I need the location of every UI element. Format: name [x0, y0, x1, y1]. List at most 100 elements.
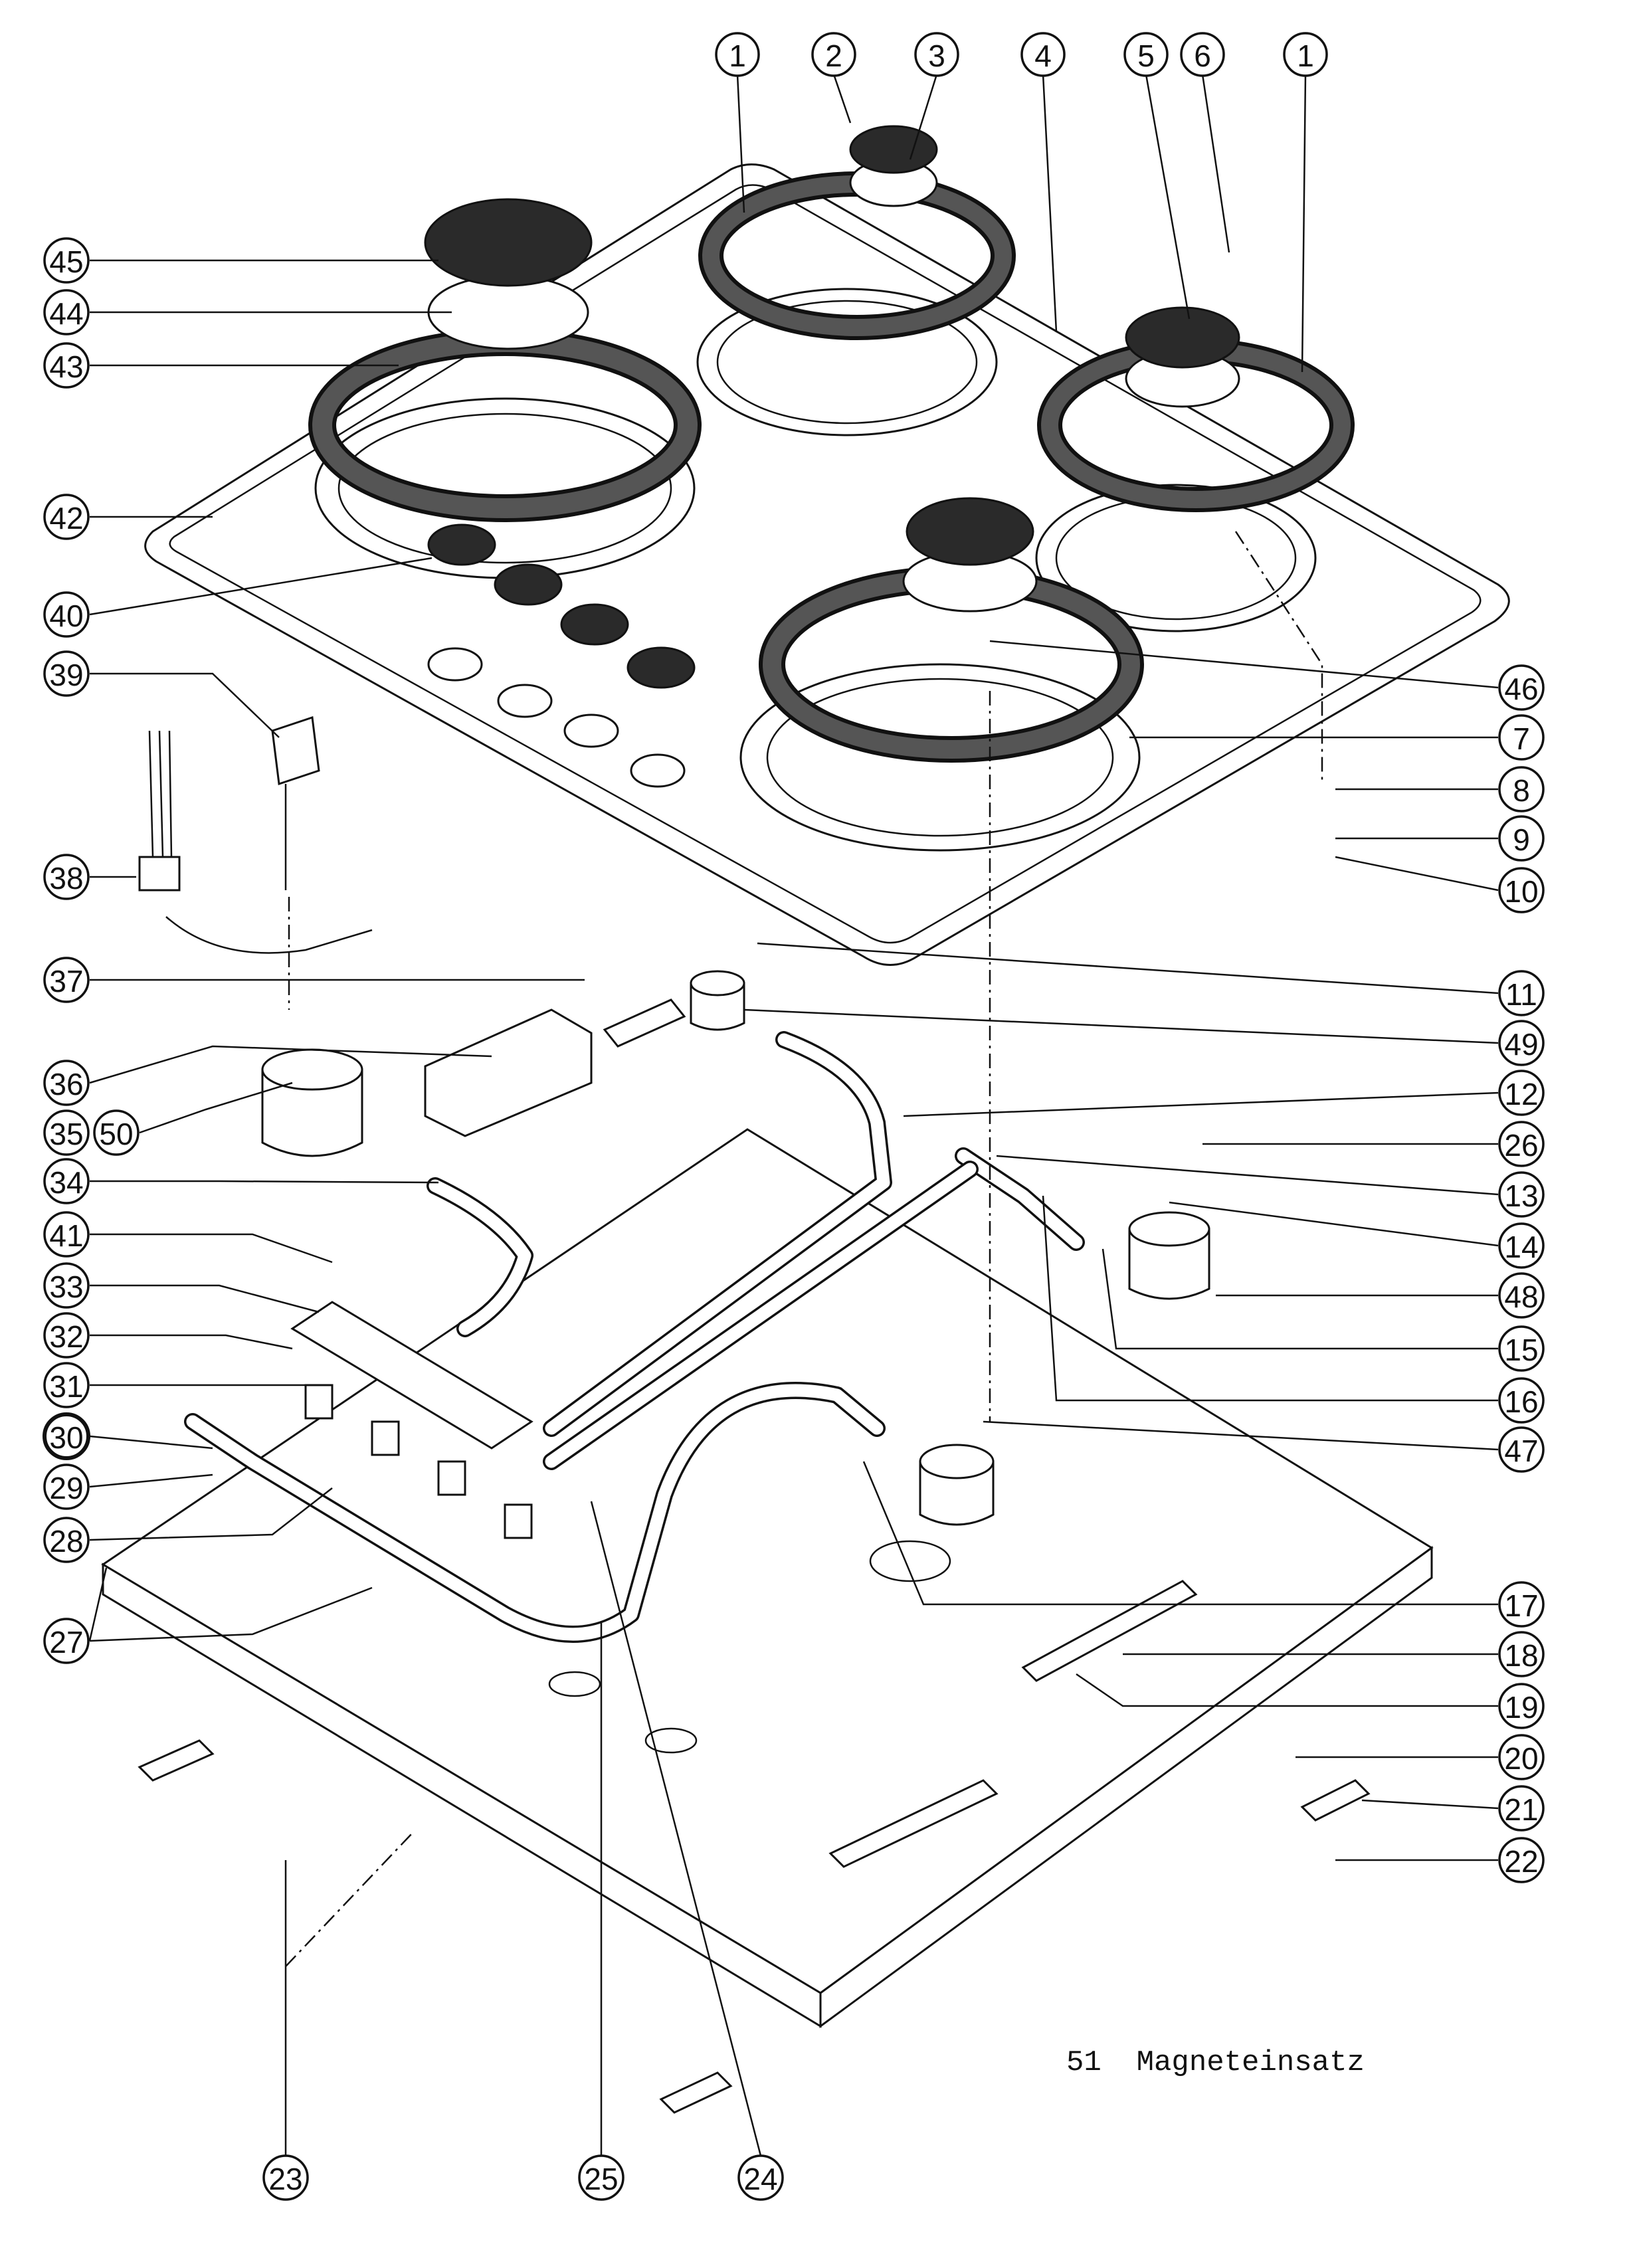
- callout-50: 50: [93, 1082, 293, 1156]
- callout-label: 16: [1504, 1384, 1538, 1419]
- thermocouple-cups: [261, 970, 1210, 1526]
- callout-8: 8: [1335, 766, 1545, 812]
- control-knobs: [427, 523, 696, 689]
- callout-49: 49: [743, 1008, 1545, 1066]
- callout-label: 32: [49, 1319, 83, 1354]
- callout-label: 26: [1504, 1128, 1538, 1163]
- callout-37: 37: [43, 957, 585, 1003]
- callout-label: 43: [49, 349, 83, 384]
- callout-21: 21: [1361, 1785, 1545, 1832]
- callout-5: 5: [1123, 32, 1191, 320]
- callout-13: 13: [996, 1155, 1545, 1218]
- callout-label: 39: [49, 658, 83, 692]
- callout-label: 41: [49, 1218, 83, 1253]
- callout-23: 23: [262, 1860, 309, 2201]
- callout-label: 48: [1504, 1279, 1538, 1314]
- callout-label: 33: [49, 1270, 83, 1304]
- callout-46: 46: [989, 640, 1545, 711]
- callout-label: 1: [1297, 39, 1314, 73]
- callout-label: 28: [49, 1524, 83, 1559]
- callout-label: 15: [1504, 1333, 1538, 1367]
- callout-41: 41: [43, 1211, 333, 1264]
- callout-label: 6: [1194, 39, 1211, 73]
- callout-35: 35: [43, 1109, 90, 1156]
- assembly-lines: [285, 531, 1323, 1967]
- ignition-unit: [424, 998, 686, 1137]
- callout-48: 48: [1216, 1272, 1545, 1319]
- callout-label: 4: [1034, 39, 1052, 73]
- callout-10: 10: [1335, 856, 1545, 913]
- callout-label: 22: [1504, 1844, 1538, 1879]
- callout-40: 40: [43, 557, 432, 638]
- callout-label: 12: [1504, 1077, 1538, 1111]
- callout-label: 13: [1504, 1179, 1538, 1213]
- mounting-brackets: [138, 1580, 1371, 2114]
- callout-28: 28: [43, 1487, 333, 1563]
- callout-43: 43: [43, 342, 399, 389]
- callout-label: 9: [1513, 822, 1530, 857]
- callout-label: 30: [49, 1420, 83, 1455]
- callout-20: 20: [1295, 1734, 1545, 1780]
- callout-14: 14: [1169, 1201, 1545, 1269]
- callout-36: 36: [43, 1045, 492, 1106]
- callout-label: 19: [1504, 1690, 1538, 1725]
- callout-39: 39: [43, 650, 280, 738]
- switch-buttons: [427, 647, 686, 788]
- callout-label: 25: [584, 2162, 618, 2196]
- callout-11: 11: [757, 942, 1545, 1016]
- burner-caps: [424, 125, 1240, 613]
- callout-30: 30: [43, 1412, 213, 1460]
- callout-label: 3: [928, 39, 945, 73]
- callout-label: 2: [825, 39, 842, 73]
- callout-label: 44: [49, 296, 83, 331]
- callout-12: 12: [903, 1070, 1545, 1117]
- callout-34: 34: [43, 1158, 439, 1204]
- callout-26: 26: [1202, 1121, 1545, 1167]
- callout-label: 14: [1504, 1230, 1538, 1264]
- callout-label: 8: [1513, 773, 1530, 808]
- callout-label: 34: [49, 1165, 83, 1200]
- callout-label: 1: [729, 39, 746, 73]
- base-tray: [101, 1128, 1434, 2028]
- callout-label: 42: [49, 501, 83, 535]
- callout-6: 6: [1180, 32, 1230, 253]
- callouts-left: 45 44 43 42 40 39 38 37 36 35 50 34 41 3…: [43, 237, 585, 1664]
- callout-label: 20: [1504, 1741, 1538, 1776]
- callout-1a: 1: [715, 32, 760, 213]
- callout-label: 17: [1504, 1588, 1538, 1623]
- callout-label: 11: [1505, 977, 1537, 1012]
- callout-32: 32: [43, 1312, 293, 1359]
- callout-47: 47: [983, 1420, 1545, 1473]
- callout-27: 27: [43, 1567, 373, 1664]
- callout-label: 5: [1137, 39, 1155, 73]
- callout-label: 23: [268, 2162, 302, 2196]
- callout-25: 25: [578, 1621, 624, 2201]
- callout-22: 22: [1335, 1837, 1545, 1883]
- callout-label: 31: [49, 1369, 83, 1404]
- callout-label: 24: [743, 2162, 777, 2196]
- callout-44: 44: [43, 289, 452, 335]
- callout-label: 50: [99, 1117, 133, 1151]
- callout-label: 35: [49, 1117, 83, 1151]
- callout-label: 38: [49, 861, 83, 896]
- callouts-bottom: 23 25 24: [262, 1501, 784, 2201]
- callout-label: 18: [1504, 1638, 1538, 1673]
- callout-label: 36: [49, 1067, 83, 1101]
- callout-label: 10: [1504, 874, 1538, 909]
- callout-45: 45: [43, 237, 438, 284]
- callouts-top: 1 2 3 4 5 6 1: [715, 32, 1328, 373]
- callout-29: 29: [43, 1464, 213, 1510]
- callout-2: 2: [811, 32, 856, 124]
- callout-label: 47: [1504, 1434, 1538, 1468]
- callout-7: 7: [1129, 714, 1545, 761]
- callout-label: 37: [49, 964, 83, 998]
- callout-label: 29: [49, 1471, 83, 1505]
- power-cable: [138, 715, 373, 954]
- callout-31: 31: [43, 1362, 319, 1408]
- callout-label: 27: [49, 1625, 83, 1659]
- callout-label: 7: [1513, 721, 1530, 756]
- callout-16: 16: [1042, 1195, 1545, 1424]
- callout-19: 19: [1076, 1673, 1545, 1729]
- callouts-right: 46 7 8 9 10 11 49 12 26 13 14 48 15 16 4…: [743, 640, 1545, 1883]
